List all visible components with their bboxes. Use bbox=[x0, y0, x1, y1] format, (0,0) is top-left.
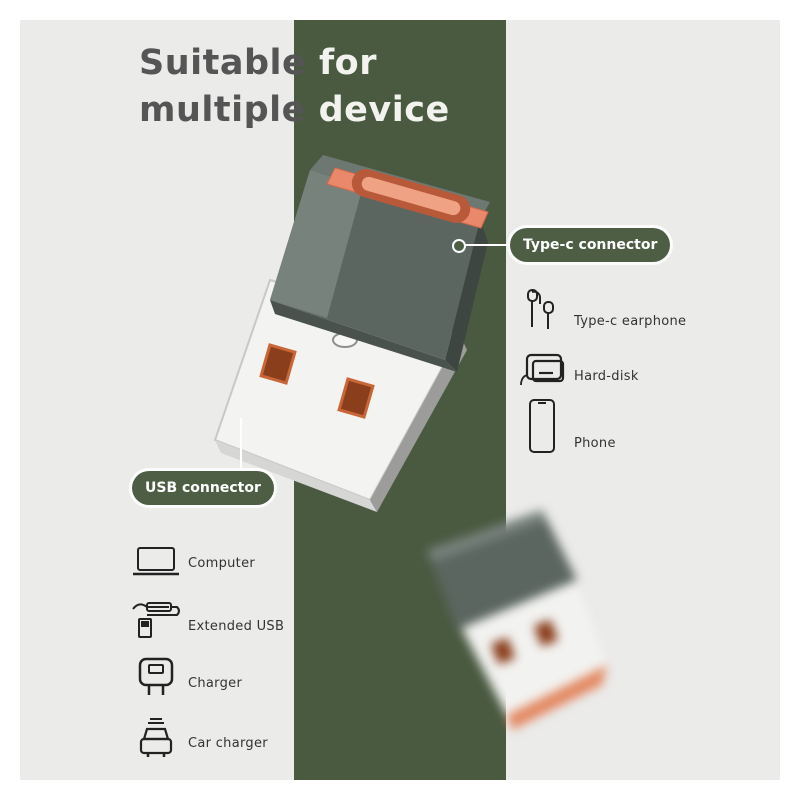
device-extended-usb: Extended USB bbox=[130, 595, 284, 643]
earphone-icon bbox=[516, 288, 568, 332]
usb-contact-right bbox=[337, 377, 375, 419]
device-type-c-earphone: Type-c earphone bbox=[516, 288, 686, 332]
device-label: Computer bbox=[188, 555, 256, 571]
adapter-blurred bbox=[427, 510, 607, 730]
car-charger-icon bbox=[130, 715, 182, 759]
device-hard-disk: Hard-disk bbox=[516, 348, 639, 392]
usb-connector-label: USB connector bbox=[132, 471, 274, 505]
device-label: Phone bbox=[574, 435, 616, 451]
type-c-callout-leader bbox=[464, 244, 510, 246]
headline-line-1: Suitable for bbox=[139, 40, 450, 87]
device-label: Charger bbox=[188, 675, 243, 691]
adapter-main bbox=[213, 155, 490, 512]
product-canvas: Suitable for multiple device bbox=[20, 20, 780, 780]
blurred-housing bbox=[427, 510, 577, 630]
charger-icon bbox=[130, 655, 182, 699]
headline-word-suitable: Suitable bbox=[139, 43, 307, 83]
type-c-callout-dot bbox=[452, 239, 466, 253]
headline-word-multiple: multiple bbox=[139, 90, 306, 130]
type-c-port bbox=[326, 167, 489, 229]
phone-icon bbox=[516, 398, 568, 454]
type-c-connector-label: Type-c connector bbox=[510, 228, 671, 262]
laptop-icon bbox=[130, 540, 182, 584]
headline-word-device: device bbox=[318, 90, 450, 130]
device-charger: Charger bbox=[130, 655, 242, 699]
device-computer: Computer bbox=[130, 540, 255, 584]
device-label: Car charger bbox=[188, 735, 268, 751]
usb-cable-icon bbox=[130, 595, 182, 643]
usb-callout-leader bbox=[240, 418, 242, 473]
hard-disk-icon bbox=[516, 348, 568, 392]
device-car-charger: Car charger bbox=[130, 715, 268, 759]
headline-line-2: multiple device bbox=[139, 87, 450, 134]
device-phone: Phone bbox=[516, 398, 616, 454]
usb-contact-left bbox=[259, 343, 297, 385]
device-label: Extended USB bbox=[188, 618, 285, 634]
device-label: Hard-disk bbox=[574, 368, 639, 384]
headline: Suitable for multiple device bbox=[139, 40, 450, 134]
device-label: Type-c earphone bbox=[574, 313, 687, 329]
headline-word-for: for bbox=[318, 43, 377, 83]
